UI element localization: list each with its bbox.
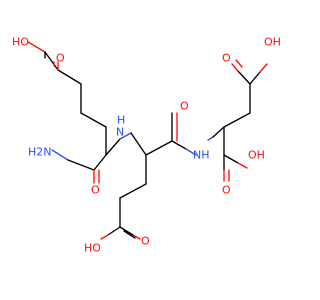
bond: [212, 126, 225, 138]
carbonyl-oxygen-label: O: [56, 52, 65, 65]
amine-label: H2N: [28, 146, 52, 159]
hydroxyl-label: HO: [84, 242, 101, 255]
bond: [231, 63, 239, 72]
bond: [80, 112, 107, 128]
carbonyl-oxygen-label: O: [180, 100, 189, 113]
bond: [235, 59, 243, 68]
bond: [237, 70, 251, 85]
bond: [223, 154, 239, 164]
bond: [67, 159, 95, 171]
bond: [145, 140, 173, 156]
bond: [27, 41, 46, 53]
amide-nh-label: NH: [193, 149, 210, 162]
bond: [93, 154, 107, 171]
bond-layer: [27, 41, 268, 240]
bond: [119, 132, 132, 140]
bond: [223, 112, 251, 128]
bond: [100, 234, 109, 240]
bond: [119, 183, 147, 199]
hydroxyl-label: OH: [248, 149, 265, 162]
bond: [249, 71, 261, 85]
bond: [237, 162, 248, 169]
bond: [171, 140, 187, 150]
bond: [207, 136, 214, 141]
bond: [44, 51, 59, 71]
bond: [123, 230, 136, 239]
bond: [119, 226, 134, 236]
hydroxyl-label: OH: [264, 36, 281, 49]
bond: [51, 149, 69, 161]
bond: [105, 138, 121, 156]
atom-label-layer: HO O H2N O H N O NH O OH OH O O HO: [12, 36, 281, 255]
carbonyl-oxygen-label: O: [141, 235, 150, 248]
bond: [130, 132, 147, 156]
carbonyl-oxygen-label: O: [91, 184, 100, 197]
bond: [185, 148, 197, 156]
amide-nitrogen-label: N: [116, 126, 124, 139]
bond: [132, 234, 141, 240]
bond: [259, 63, 268, 73]
bond: [107, 226, 121, 236]
amide-hydrogen-label: H: [117, 114, 125, 127]
molecule-structure-canvas: HO O H2N O H N O NH O OH OH O O HO: [12, 36, 281, 255]
bond: [57, 69, 82, 85]
carbonyl-oxygen-label: O: [222, 52, 231, 65]
carbonyl-oxygen-label: O: [222, 184, 231, 197]
hydroxyl-label: HO: [12, 36, 29, 49]
